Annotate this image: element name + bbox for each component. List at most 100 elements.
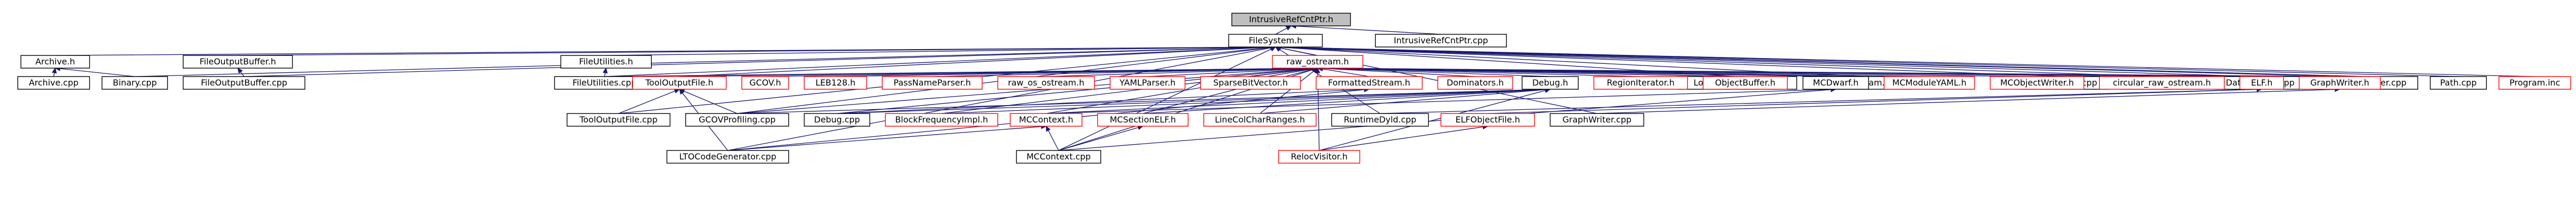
node-graphwriter-h[interactable]: GraphWriter.h [2299,76,2381,90]
node-mccontext-h[interactable]: MCContext.h [1009,113,1083,127]
node-raw-os-ostream-h[interactable]: raw_os_ostream.h [997,76,1095,90]
edge-line [1319,90,1546,151]
node-box [1440,113,1535,127]
node-box [997,76,1095,90]
edge-line [1046,68,1313,77]
edge-line [1322,68,2340,77]
node-mcobjectwriter-h[interactable]: MCObjectWriter.h [1989,76,2084,90]
edge-line [1322,68,1370,77]
node-yamlparser-h[interactable]: YAMLParser.h [1109,76,1186,90]
edge-line [837,89,1546,114]
node-raw-ostream-h[interactable]: raw_ostream.h [1272,55,1364,69]
node-sparsebitvector-h[interactable]: SparseBitVector.h [1200,76,1301,90]
node-graphwriter-cpp[interactable]: GraphWriter.cpp [1550,113,1645,127]
edge-arrowhead [1285,25,1292,31]
edge-line [240,71,244,77]
edge-arrowhead [1045,125,1051,132]
node-box [685,113,789,127]
node-passnameparser-h[interactable]: PassNameParser.h [882,76,983,90]
edge-arrowhead [602,67,608,74]
node-debug-cpp[interactable]: Debug.cpp [804,113,871,127]
edge-line [618,90,675,114]
node-elfobjectfile-h[interactable]: ELFObjectFile.h [1440,113,1535,127]
edge-line [941,89,1546,114]
node-formattedstream-h[interactable]: FormattedStream.h [1316,76,1423,90]
node-label: FileSystem.h [1249,35,1303,45]
edge-line [1280,46,2368,77]
node-filesystem-h[interactable]: FileSystem.h [1228,34,1323,48]
node-label: Debug.h [1532,78,1568,88]
node-box [1550,113,1645,127]
node-fileoutputbuffer-cpp[interactable]: FileOutputBuffer.cpp [183,76,306,90]
node-label: raw_ostream.h [1286,56,1349,67]
node-box [560,55,652,69]
node-runtimedyld-cpp[interactable]: RuntimeDyld.cpp [1331,113,1429,127]
node-blockfrequencyimpl-h[interactable]: BlockFrequencyImpl.h [885,113,998,127]
node-label: MCContext.cpp [1026,152,1091,162]
node-box [1097,113,1189,127]
edge-line [1280,46,2065,77]
node-box [1883,76,1975,90]
node-box [632,76,727,90]
node-ltocodegenerator-cpp[interactable]: LTOCodeGenerator.cpp [666,150,789,164]
edge-line [1487,89,2257,114]
node-label: ObjectBuffer.h [1715,78,1775,88]
node-dominators-h[interactable]: Dominators.h [1437,76,1513,90]
node-label: LineColCharRanges.h [1215,115,1305,125]
node-leb128-h[interactable]: LEB128.h [804,76,867,90]
node-intrusive-cpp[interactable]: IntrusiveRefCntPtr.cpp [1375,34,1507,48]
node-box [1231,13,1351,26]
edge-mcsectionelf_h-to-raw_ostream_h [1143,67,1318,114]
node-relocvisitor-h[interactable]: RelocVisitor.h [1278,150,1361,164]
edge-line [835,68,1313,77]
node-linecolchanges-h[interactable]: LineColCharRanges.h [1203,113,1317,127]
node-fileutilities-h[interactable]: FileUtilities.h [560,55,652,69]
node-label: Path.cpp [2440,78,2477,88]
node-mcmoduleyaml-h[interactable]: MCModuleYAML.h [1883,76,1975,90]
node-fileoutputbuffer-h[interactable]: FileOutputBuffer.h [183,55,293,69]
node-debug-h[interactable]: Debug.h [1522,76,1579,90]
node-label: MCDwarf.h [1813,78,1858,88]
node-box [1989,76,2084,90]
node-box [885,113,998,127]
node-box [20,55,90,69]
node-label: Debug.cpp [814,115,860,125]
node-path-cpp[interactable]: Path.cpp [2430,76,2487,90]
node-archive-cpp[interactable]: Archive.cpp [17,76,90,90]
node-regioniterator-h[interactable]: RegionIterator.h [1593,76,1688,90]
node-circular-raw-ostream-h[interactable]: circular_raw_ostream.h [2099,76,2225,90]
node-tooloutputfile-h[interactable]: ToolOutputFile.h [632,76,727,90]
node-label: ToolOutputFile.cpp [579,115,658,125]
edge-line [1048,130,1059,151]
edge-mccontext_cpp-to-mccontext_h [1045,125,1059,151]
node-label: RuntimeDyld.cpp [1344,115,1416,125]
edge-tooloutputfile_cpp-to-tooloutputfile_h [618,89,680,114]
node-program-inc[interactable]: Program.inc [2498,76,2571,90]
node-label: IntrusiveRefCntPtr.cpp [1394,35,1488,45]
node-box [804,76,867,90]
node-mcdwarf-h[interactable]: MCDwarf.h [1803,76,1869,90]
node-gcovprofiling-cpp[interactable]: GCOVProfiling.cpp [685,113,789,127]
node-archive-h[interactable]: Archive.h [20,55,90,69]
edge-line [604,68,1313,77]
node-box [1228,34,1323,48]
node-binary-cpp[interactable]: Binary.cpp [101,76,168,90]
node-mccontext-cpp[interactable]: MCContext.cpp [1016,150,1101,164]
node-objectbuffer-h[interactable]: ObjectBuffer.h [1702,76,1788,90]
edge-line [932,68,1313,77]
edge-arrowhead [237,68,243,74]
edge-graphwriter_cpp-to-graphwriter_h [1597,87,2341,114]
edge-fileutilities_cpp-to-fileutilities_h [602,67,608,77]
node-box [1437,76,1513,90]
edge-line [728,48,1271,151]
node-mcsectionelf-h[interactable]: MCSectionELF.h [1097,113,1189,127]
node-elf-h[interactable]: ELF.h [2239,76,2284,90]
node-gcov-h[interactable]: GCOV.h [741,76,789,90]
edge-ltocodegenerator_cpp-to-mccontext_h [728,124,1047,151]
edge-line [1319,126,1484,151]
node-tooloutputfile-cpp[interactable]: ToolOutputFile.cpp [567,113,671,127]
node-box [1278,150,1361,164]
node-label: RelocVisitor.h [1291,152,1348,162]
node-box [183,76,306,90]
